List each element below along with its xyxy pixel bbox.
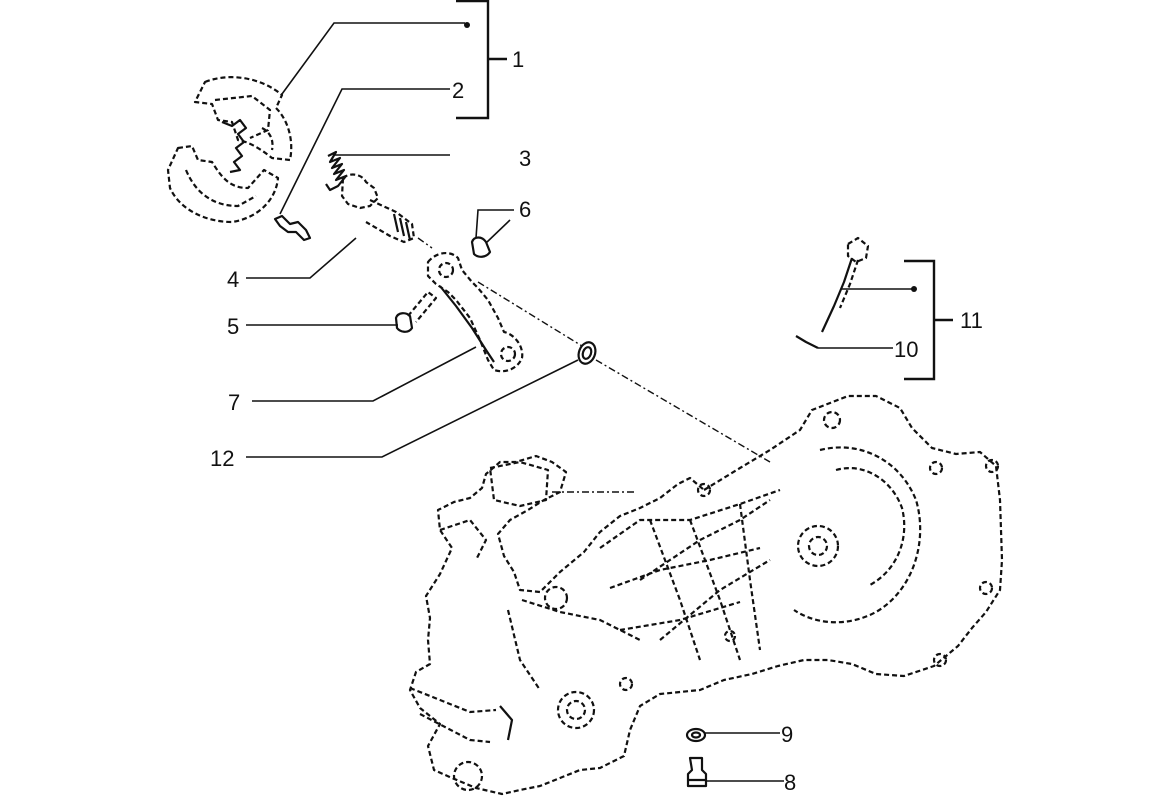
leader-lines [246,22,917,782]
callout-6: 6 [519,197,531,222]
callout-11: 11 [960,308,983,333]
callout-7: 7 [228,390,240,415]
bracket-group-1 [456,0,507,120]
callout-5: 5 [227,314,239,339]
callout-labels: 1 2 3 4 5 6 7 8 9 10 11 12 [210,47,983,795]
oil-dipstick[interactable] [821,236,870,333]
callout-12: 12 [210,446,234,471]
callout-4: 4 [227,267,239,292]
brake-shoe-assembly[interactable] [166,76,293,224]
circlip[interactable] [470,236,492,258]
brake-spring-link[interactable] [273,214,312,242]
oil-seal[interactable] [576,340,599,366]
callout-1: 1 [512,47,524,72]
bracket-group-11 [904,259,953,381]
callout-10: 10 [894,337,918,362]
brake-lever[interactable] [426,252,524,373]
brake-cam-shaft[interactable] [340,173,416,244]
assembly-axis-lines [417,237,771,493]
callout-3: 3 [519,146,531,171]
drain-plug[interactable] [686,756,708,788]
callout-2: 2 [452,78,464,103]
callout-8: 8 [784,770,796,795]
dipstick-o-ring[interactable] [795,335,819,349]
crankcase[interactable] [408,394,1004,796]
sealing-washer[interactable] [685,727,707,743]
screw[interactable] [394,290,438,333]
callout-9: 9 [781,722,793,747]
brake-spring[interactable] [325,150,348,192]
